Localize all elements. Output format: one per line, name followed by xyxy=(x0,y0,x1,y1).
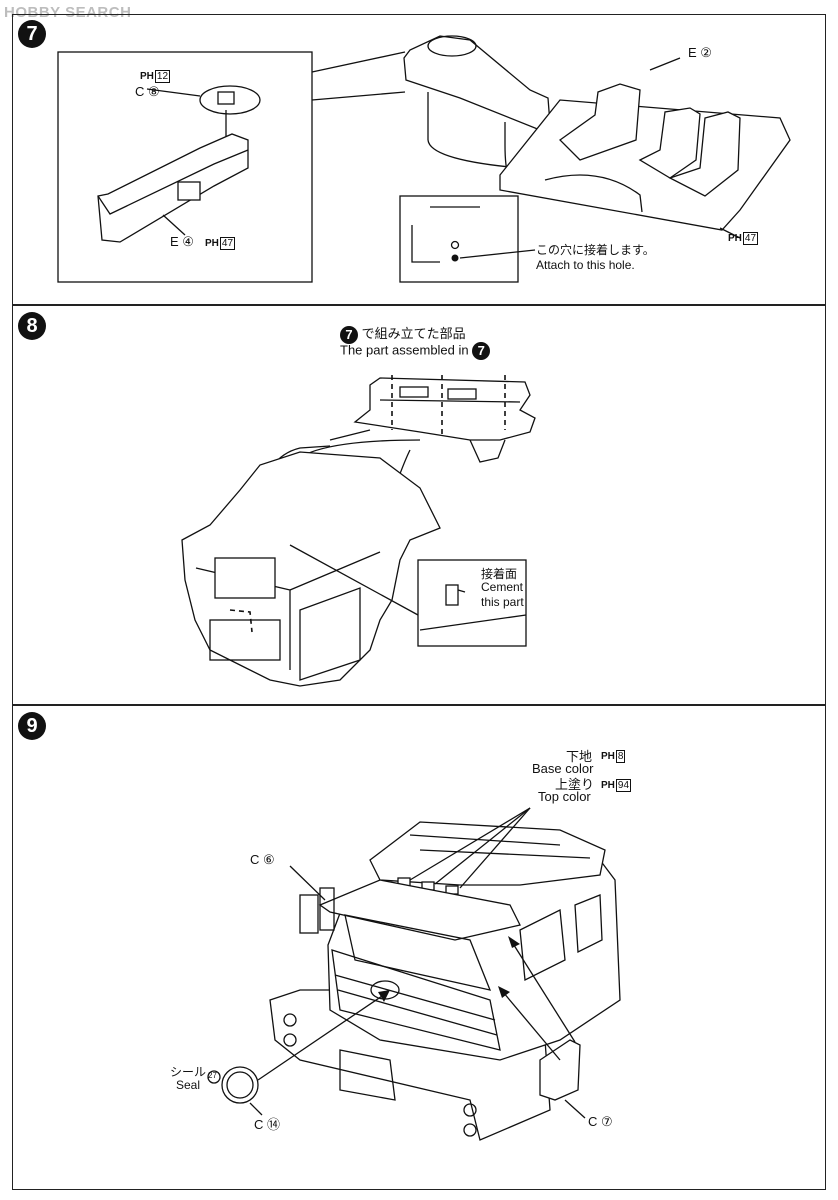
step-7-badge: 7 xyxy=(18,20,46,48)
step-7-ref-badge: 7 xyxy=(340,325,358,344)
top-color-jp: 上塗り xyxy=(555,777,595,792)
arrow-c7-lower xyxy=(502,991,561,1061)
mirror-bracket xyxy=(539,1039,581,1101)
part-e2-label: E ② xyxy=(688,45,712,60)
step-8-badge: 8 xyxy=(18,312,46,340)
seal-label-en: Seal xyxy=(176,1078,201,1092)
base-color-en: Base color xyxy=(532,761,594,776)
assembled-part-en: The part assembled in 7 xyxy=(340,342,491,360)
seal-label-jp: シール xyxy=(170,1065,207,1079)
part-c6-label: C ⑥ xyxy=(250,852,275,867)
step-7-panel xyxy=(12,14,826,305)
cab-body xyxy=(181,451,441,687)
hobby-search-watermark: HOBBY SEARCH xyxy=(4,4,132,21)
step-9-panel xyxy=(12,705,826,1190)
part-e4-label: E ④ xyxy=(170,234,194,249)
part-c14-label: C ⑭ xyxy=(254,1117,281,1132)
assembled-part-jp: 7 で組み立てた部品 xyxy=(340,323,466,344)
arrow-c7-upper xyxy=(511,941,576,1043)
step-7-ref-badge-en: 7 xyxy=(472,342,491,360)
steering-wheel-large xyxy=(427,35,477,57)
seat-left xyxy=(558,83,641,161)
hole-instruction-jp: この穴に接着します。 xyxy=(536,243,655,257)
hole-instruction-en: Attach to this hole. xyxy=(536,258,635,272)
sun-visor-part xyxy=(318,879,521,941)
dashboard-large xyxy=(403,35,551,131)
seal-number: 27 xyxy=(208,1071,217,1080)
step-8-panel xyxy=(12,305,826,705)
part-c7-label: C ⑦ xyxy=(588,1114,613,1129)
seat-middle xyxy=(638,107,701,179)
grille xyxy=(331,949,501,1051)
dashboard-part xyxy=(97,133,249,243)
cement-detail-box xyxy=(417,559,527,647)
cement-label-en-1: Cement xyxy=(481,580,524,594)
top-color-en: Top color xyxy=(538,789,591,804)
steering-inset-frame xyxy=(57,51,313,283)
part-c8-label: C ⑧ xyxy=(135,84,160,99)
step-9-badge: 9 xyxy=(18,712,46,740)
seat-right xyxy=(668,111,741,197)
base-color-jp: 下地 xyxy=(566,749,593,764)
cement-label-en-2: this part xyxy=(481,595,524,609)
steering-wheel xyxy=(199,85,261,115)
seal-27-marker xyxy=(207,1070,221,1084)
cement-label-jp: 接着面 xyxy=(481,567,518,581)
arrow-c14 xyxy=(257,993,386,1081)
hole-detail-box xyxy=(399,195,519,283)
